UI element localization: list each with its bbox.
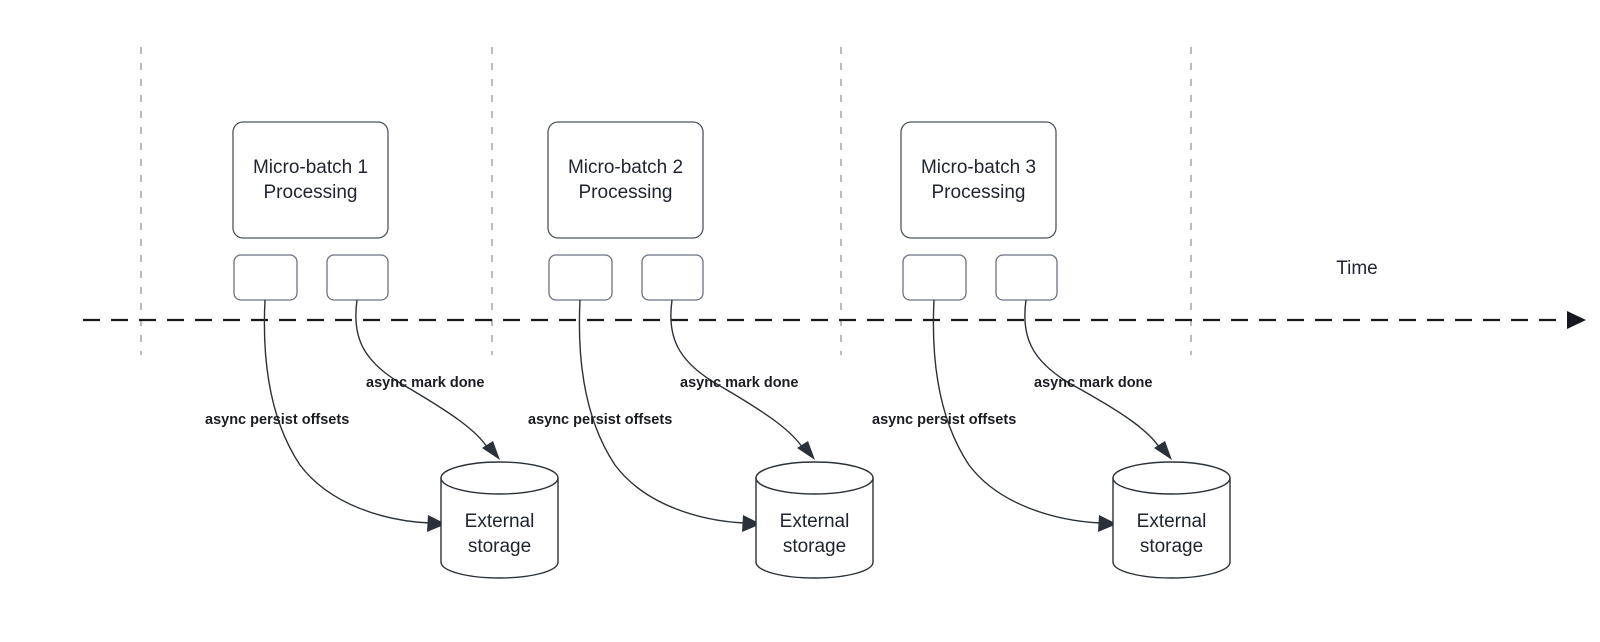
micro-batch-2-label-line1: Micro-batch 2 xyxy=(568,157,683,178)
external-storage-cylinder-2-body[interactable] xyxy=(755,477,874,579)
micro-batch-3-box-shape[interactable] xyxy=(900,121,1057,239)
micro-batch-2-async-persist-offsets-label: async persist offsets xyxy=(528,412,672,428)
micro-batch-1-async-mark-done-edge xyxy=(355,299,491,453)
micro-batch-1-async-mark-done-label: async mark done xyxy=(366,375,484,391)
time-axis-label: Time xyxy=(1336,258,1378,279)
micro-batch-group-1: Micro-batch 1 Processing async persist o… xyxy=(205,121,559,579)
micro-batch-2-async-persist-offsets-arrow-icon xyxy=(742,515,761,532)
external-storage-cylinder-3-top xyxy=(1112,461,1231,495)
micro-batch-3-offset-commit-marker[interactable] xyxy=(902,254,967,301)
external-storage-3-label-line2: storage xyxy=(1140,536,1203,557)
external-storage-2-label-line2: storage xyxy=(783,536,846,557)
micro-batch-3-async-mark-done-arrow-icon xyxy=(1154,441,1172,460)
micro-batch-3-async-persist-offsets-label: async persist offsets xyxy=(872,412,1016,428)
micro-batch-1-batch-done-marker[interactable] xyxy=(326,254,389,301)
external-storage-cylinder-3[interactable]: External storage xyxy=(1112,461,1231,579)
micro-batch-3-async-persist-offsets-edge xyxy=(932,299,1102,524)
micro-batch-1-box[interactable]: Micro-batch 1 Processing xyxy=(232,121,389,239)
micro-batch-1-label-line2: Processing xyxy=(264,182,358,203)
micro-batch-1-offset-commit-marker[interactable] xyxy=(233,254,298,301)
external-storage-cylinder-3-body[interactable] xyxy=(1112,477,1231,579)
micro-batch-group-3: Micro-batch 3 Processing async persist o… xyxy=(872,121,1231,579)
micro-batch-3-batch-done-marker[interactable] xyxy=(995,254,1058,301)
external-storage-cylinder-2-top xyxy=(755,461,874,495)
micro-batch-1-async-persist-offsets-edge xyxy=(263,299,431,524)
external-storage-cylinder-2[interactable]: External storage xyxy=(755,461,874,579)
external-storage-cylinder-1-body[interactable] xyxy=(440,477,559,579)
micro-batch-2-async-mark-done-edge xyxy=(670,299,806,453)
time-axis: Time xyxy=(83,258,1586,329)
micro-batch-2-async-persist-offsets-edge xyxy=(578,299,746,524)
external-storage-cylinder-1-top xyxy=(440,461,559,495)
micro-batch-group-2: Micro-batch 2 Processing async persist o… xyxy=(528,121,874,579)
micro-batch-1-label-line1: Micro-batch 1 xyxy=(253,157,368,178)
micro-batch-1-async-persist-offsets-label: async persist offsets xyxy=(205,412,349,428)
external-storage-1-label-line2: storage xyxy=(468,536,531,557)
external-storage-cylinder-1[interactable]: External storage xyxy=(440,461,559,579)
external-storage-1-label-line1: External xyxy=(465,511,535,532)
batch-boundary-ticks xyxy=(140,47,1192,355)
micro-batch-3-async-mark-done-label: async mark done xyxy=(1034,375,1152,391)
micro-batch-3-async-mark-done-edge xyxy=(1024,299,1163,453)
micro-batch-1-async-persist-offsets-arrow-icon xyxy=(427,515,446,532)
micro-batch-1-async-mark-done-arrow-icon xyxy=(482,441,500,460)
external-storage-2-label-line1: External xyxy=(780,511,850,532)
micro-batch-3-async-persist-offsets-arrow-icon xyxy=(1098,515,1117,532)
micro-batch-2-label-line2: Processing xyxy=(579,182,673,203)
micro-batch-2-async-mark-done-label: async mark done xyxy=(680,375,798,391)
micro-batch-3-box[interactable]: Micro-batch 3 Processing xyxy=(900,121,1057,239)
micro-batch-2-async-mark-done-arrow-icon xyxy=(797,441,815,460)
micro-batch-2-box[interactable]: Micro-batch 2 Processing xyxy=(547,121,704,239)
time-axis-arrow-icon xyxy=(1567,311,1586,329)
micro-batch-3-label-line2: Processing xyxy=(932,182,1026,203)
micro-batch-2-box-shape[interactable] xyxy=(547,121,704,239)
micro-batch-2-batch-done-marker[interactable] xyxy=(641,254,704,301)
micro-batch-2-offset-commit-marker[interactable] xyxy=(548,254,613,301)
micro-batch-1-box-shape[interactable] xyxy=(232,121,389,239)
external-storage-3-label-line1: External xyxy=(1137,511,1207,532)
micro-batch-3-label-line1: Micro-batch 3 xyxy=(921,157,1036,178)
